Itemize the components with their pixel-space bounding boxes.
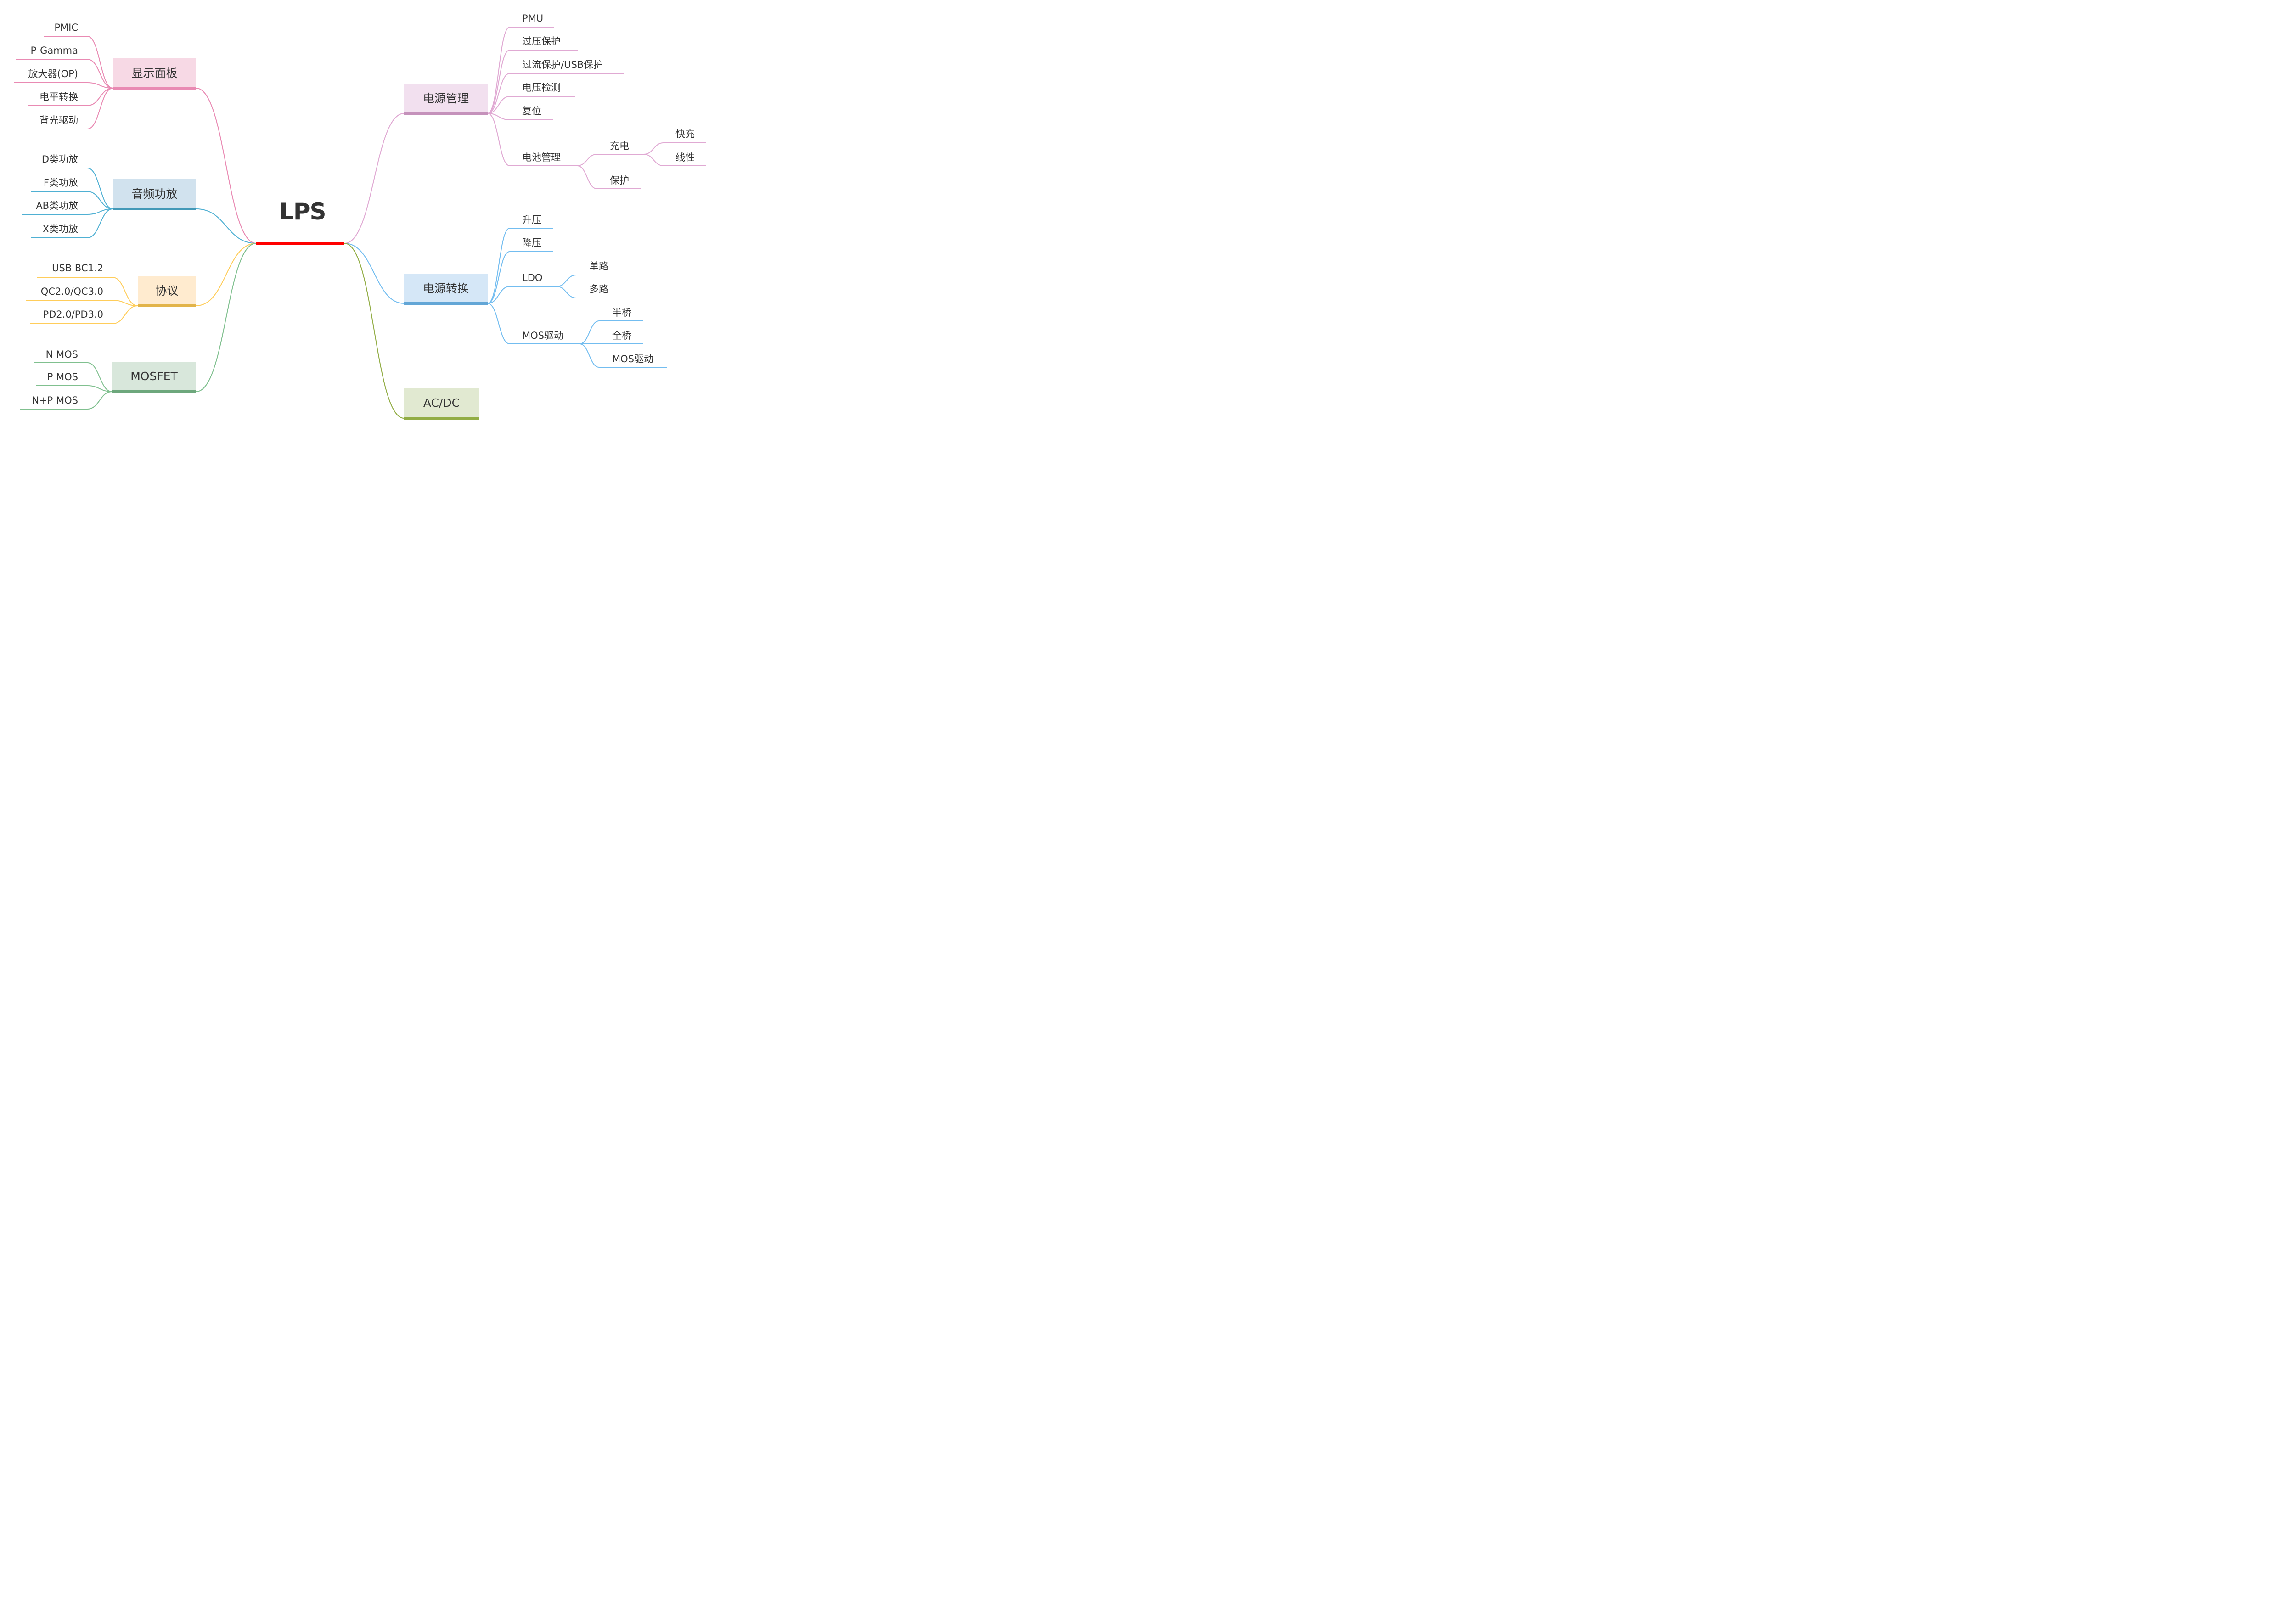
mos-driver-connector-0	[579, 320, 600, 344]
subtopic-pmos[interactable]: P MOS	[47, 371, 78, 382]
connector-root-protocol	[196, 243, 257, 306]
subtopic-class-d[interactable]: D类功放	[41, 154, 78, 165]
subtopic-ldo[interactable]: LDO	[522, 272, 543, 283]
topic-ac-dc[interactable]: AC/DC	[404, 388, 479, 420]
subtopic-mos-driver[interactable]: MOS驱动	[522, 330, 563, 341]
mosfet-connector-2	[87, 391, 113, 410]
root-topic-label[interactable]: LPS	[279, 198, 326, 225]
subtopic-usb-bc12[interactable]: USB BC1.2	[52, 263, 103, 274]
connector-root-power-mgmt	[344, 113, 405, 244]
subtopic-boost[interactable]: 升压	[522, 214, 541, 225]
subtopic-qc[interactable]: QC2.0/QC3.0	[40, 286, 103, 297]
battery-charge-connector	[577, 154, 597, 166]
power-conv-connector-1	[487, 251, 510, 304]
topic-audio-amp[interactable]: 音频功放	[113, 179, 196, 210]
subtopic-half-bridge[interactable]: 半桥	[612, 307, 631, 318]
power-conv-connector-2	[487, 286, 510, 304]
subtopic-charging[interactable]: 充电	[610, 140, 629, 152]
power-conv-connector-3	[487, 303, 510, 344]
subtopic-mos-driver-2[interactable]: MOS驱动	[612, 354, 653, 365]
topic-mosfet[interactable]: MOSFET	[112, 362, 196, 393]
subtopic-class-x[interactable]: X类功放	[42, 224, 78, 235]
display-connector-2	[87, 82, 113, 89]
subtopic-voltage-detect[interactable]: 电压检测	[522, 82, 561, 93]
subtopic-p-gamma[interactable]: P-Gamma	[30, 45, 78, 56]
audio-connector-3	[87, 208, 113, 238]
protocol-connector-1	[112, 300, 138, 306]
linear-charge-connector	[643, 154, 664, 166]
subtopic-pd[interactable]: PD2.0/PD3.0	[43, 309, 103, 320]
power-conv-connector-0	[487, 228, 510, 304]
connector-root-display	[196, 88, 257, 244]
subtopic-ovp[interactable]: 过压保护	[522, 36, 561, 47]
subtopic-class-ab[interactable]: AB类功放	[36, 200, 78, 211]
topic-label: 音频功放	[131, 187, 178, 201]
topic-protocol[interactable]: 协议	[138, 276, 196, 307]
subtopic-linear-charge[interactable]: 线性	[675, 152, 695, 163]
power-mgmt-connector-5	[487, 113, 510, 166]
audio-connector-2	[87, 208, 113, 215]
display-connector-1	[87, 59, 113, 89]
fast-charge-connector	[643, 142, 664, 155]
topic-power-conversion[interactable]: 电源转换	[404, 274, 488, 305]
connector-root-audio	[196, 208, 257, 244]
mos-driver-connector-2	[579, 343, 600, 368]
connector-root-mosfet	[196, 243, 257, 392]
display-connector-4	[87, 88, 113, 129]
subtopic-battery-mgmt[interactable]: 电池管理	[522, 152, 561, 163]
protocol-connector-0	[112, 277, 138, 306]
subtopic-multi-channel[interactable]: 多路	[589, 284, 608, 295]
subtopic-nmos[interactable]: N MOS	[45, 349, 78, 360]
subtopic-full-bridge[interactable]: 全桥	[612, 330, 631, 341]
topic-label: 电源转换	[422, 282, 469, 295]
audio-connector-1	[87, 191, 113, 209]
subtopic-level-shift[interactable]: 电平转换	[39, 91, 78, 102]
topic-label: 显示面板	[131, 67, 178, 80]
topic-underline	[404, 112, 488, 115]
subtopic-pmu[interactable]: PMU	[522, 13, 544, 24]
topic-underline	[112, 390, 196, 393]
subtopic-fast-charge[interactable]: 快充	[675, 129, 695, 140]
power-mgmt-connector-0	[487, 27, 510, 114]
subtopic-pmic[interactable]: PMIC	[54, 22, 78, 33]
display-connector-0	[87, 36, 113, 89]
subtopic-op-amp[interactable]: 放大器(OP)	[28, 68, 78, 79]
topic-power-management[interactable]: 电源管理	[404, 84, 488, 115]
topic-label: 协议	[155, 284, 179, 298]
connector-root-power-conv	[344, 243, 405, 304]
subtopic-class-f[interactable]: F类功放	[43, 177, 78, 188]
topic-underline	[113, 208, 196, 210]
topic-underline	[404, 417, 479, 420]
battery-protect-connector	[577, 165, 597, 189]
power-mgmt-connector-1	[487, 50, 510, 114]
subtopic-backlight-driver[interactable]: 背光驱动	[39, 115, 78, 126]
protocol-connector-2	[112, 305, 138, 324]
power-mgmt-connector-3	[487, 96, 510, 114]
topic-label: AC/DC	[423, 396, 460, 410]
power-mgmt-connector-2	[487, 73, 510, 114]
connector-root-acdc	[344, 243, 405, 419]
subtopic-ocp-usb[interactable]: 过流保护/USB保护	[522, 59, 603, 70]
topic-label: 电源管理	[422, 92, 469, 105]
connector-layer	[14, 27, 706, 419]
ldo-single-connector	[556, 275, 577, 287]
ldo-multi-connector	[556, 286, 577, 298]
mosfet-connector-0	[87, 362, 113, 392]
mind-map-canvas: LPS 显示面板 音频功放 协议 MOSFET 电源管理 电源转换 AC/DC …	[0, 0, 720, 429]
subtopic-npmos[interactable]: N+P MOS	[32, 395, 78, 406]
root-topic-bar[interactable]	[256, 242, 344, 245]
mosfet-connector-1	[87, 385, 113, 392]
topic-display-panel[interactable]: 显示面板	[113, 58, 196, 90]
power-mgmt-connector-4	[487, 113, 510, 120]
topic-underline	[404, 302, 488, 305]
subtopic-reset[interactable]: 复位	[522, 106, 541, 117]
topic-label: MOSFET	[130, 369, 178, 383]
subtopic-single-channel[interactable]: 单路	[589, 261, 608, 272]
audio-connector-0	[87, 168, 113, 209]
subtopic-battery-protect[interactable]: 保护	[610, 175, 629, 186]
topic-underline	[138, 304, 196, 307]
topic-underline	[113, 87, 196, 90]
display-connector-3	[87, 88, 113, 106]
subtopic-buck[interactable]: 降压	[522, 237, 541, 248]
